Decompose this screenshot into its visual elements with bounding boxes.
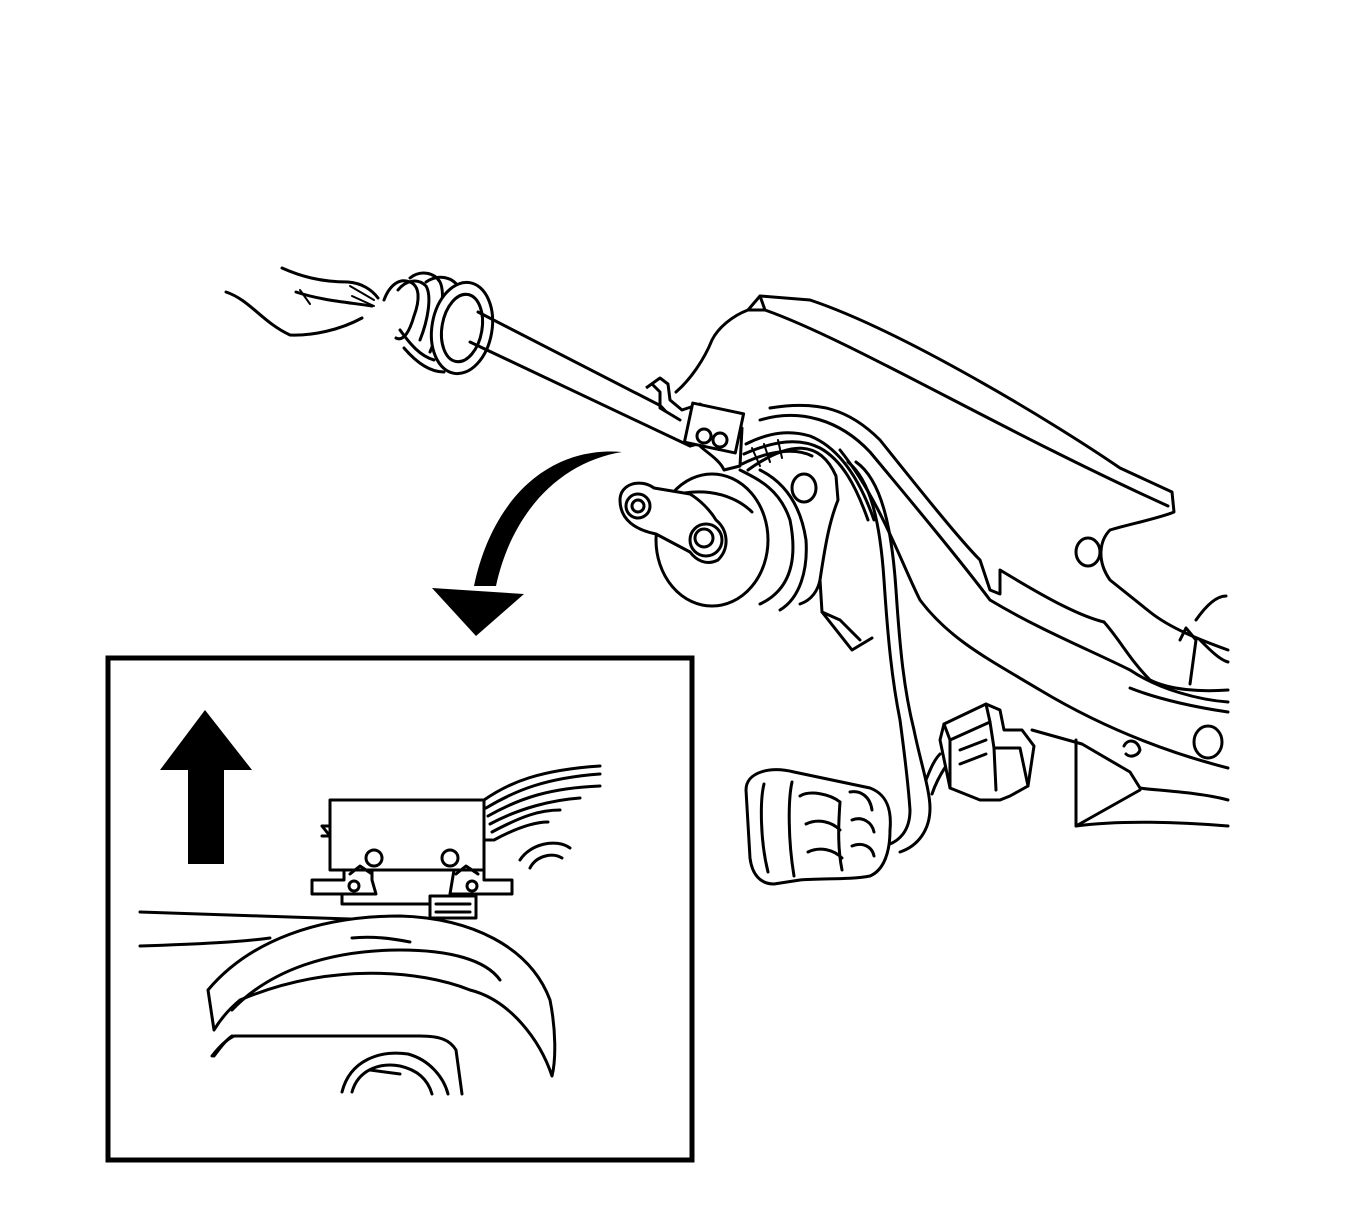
screwdriver-handle — [382, 271, 495, 376]
wire-harness — [846, 460, 948, 854]
screwdriver-shaft — [468, 310, 714, 448]
curved-arrow-down-icon — [432, 451, 622, 636]
harness-connector-body-side — [938, 702, 1036, 802]
body-panel — [674, 294, 1230, 828]
arrow-up-icon — [160, 710, 252, 864]
detail-inset — [105, 655, 695, 1163]
sensor-assembly — [618, 376, 876, 652]
hand-icon — [224, 266, 380, 337]
inset-wire-bundle — [482, 764, 602, 870]
inset-cover-arc — [138, 910, 557, 1096]
inset-sensor — [310, 798, 514, 920]
harness-connector-sensor-side — [744, 768, 892, 886]
